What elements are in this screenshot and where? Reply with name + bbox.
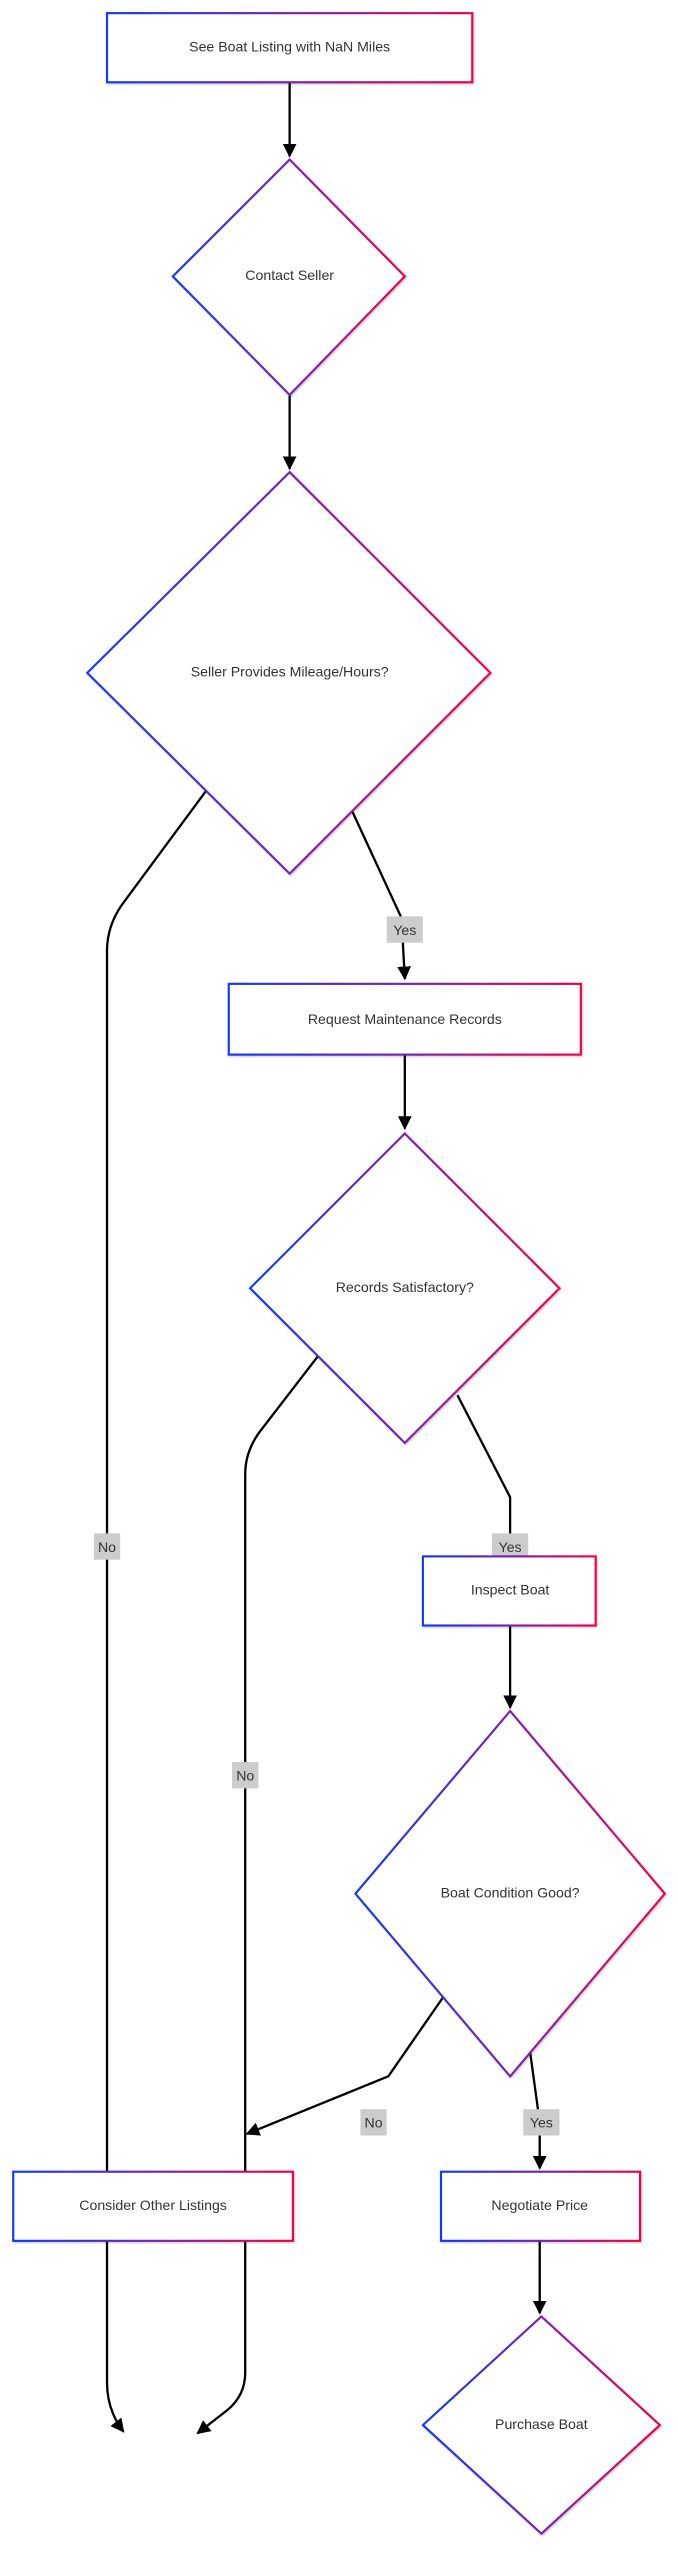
svg-text:Yes: Yes	[499, 1539, 522, 1555]
svg-text:Yes: Yes	[530, 2115, 553, 2131]
edge-label-provides-no: No	[93, 1533, 121, 1560]
edge-label-records-yes: Yes	[492, 1533, 529, 1560]
edge-label-condition-no: No	[360, 2109, 387, 2136]
svg-text:No: No	[236, 1768, 254, 1784]
edge-condition-no	[245, 1990, 449, 2136]
decision-boat-condition-good: Boat Condition Good?	[354, 1709, 667, 2078]
node-request-maintenance-records: Request Maintenance Records	[227, 982, 582, 1056]
edge-records-no	[196, 1330, 339, 2435]
edge-records-yes	[456, 1394, 518, 1555]
svg-text:Request Maintenance Records: Request Maintenance Records	[308, 1011, 502, 1027]
svg-text:No: No	[98, 1539, 116, 1555]
edge-label-condition-yes: Yes	[523, 2109, 560, 2136]
svg-text:Contact Seller: Contact Seller	[245, 267, 334, 283]
decision-purchase-boat: Purchase Boat	[421, 2315, 662, 2536]
edge-provides-yes	[351, 810, 412, 981]
svg-text:No: No	[365, 2115, 383, 2131]
edge-label-provides-yes: Yes	[386, 916, 423, 943]
svg-text:Seller Provides Mileage/Hours?: Seller Provides Mileage/Hours?	[191, 664, 389, 680]
svg-text:Boat Condition Good?: Boat Condition Good?	[441, 1884, 580, 1900]
node-see-boat-listing: See Boat Listing with NaN Miles	[105, 12, 474, 84]
svg-text:See Boat Listing with NaN Mile: See Boat Listing with NaN Miles	[189, 38, 390, 54]
svg-text:Purchase Boat: Purchase Boat	[495, 2416, 588, 2432]
svg-text:Records Satisfactory?: Records Satisfactory?	[336, 1279, 474, 1295]
svg-text:Inspect Boat: Inspect Boat	[471, 1582, 550, 1598]
svg-text:Negotiate Price: Negotiate Price	[491, 2197, 588, 2213]
decision-records-satisfactory: Records Satisfactory?	[248, 1132, 561, 1445]
edge-provides-no	[105, 790, 207, 2433]
svg-text:Consider Other Listings: Consider Other Listings	[79, 2197, 227, 2213]
decision-contact-seller: Contact Seller	[171, 158, 407, 397]
edge-label-records-no: No	[232, 1762, 259, 1789]
node-consider-other-listings: Consider Other Listings	[12, 2170, 295, 2242]
node-negotiate-price: Negotiate Price	[439, 2170, 642, 2242]
node-inspect-boat: Inspect Boat	[421, 1555, 597, 1627]
svg-text:Yes: Yes	[393, 922, 416, 938]
decision-seller-provides-mileage: Seller Provides Mileage/Hours?	[85, 470, 492, 876]
